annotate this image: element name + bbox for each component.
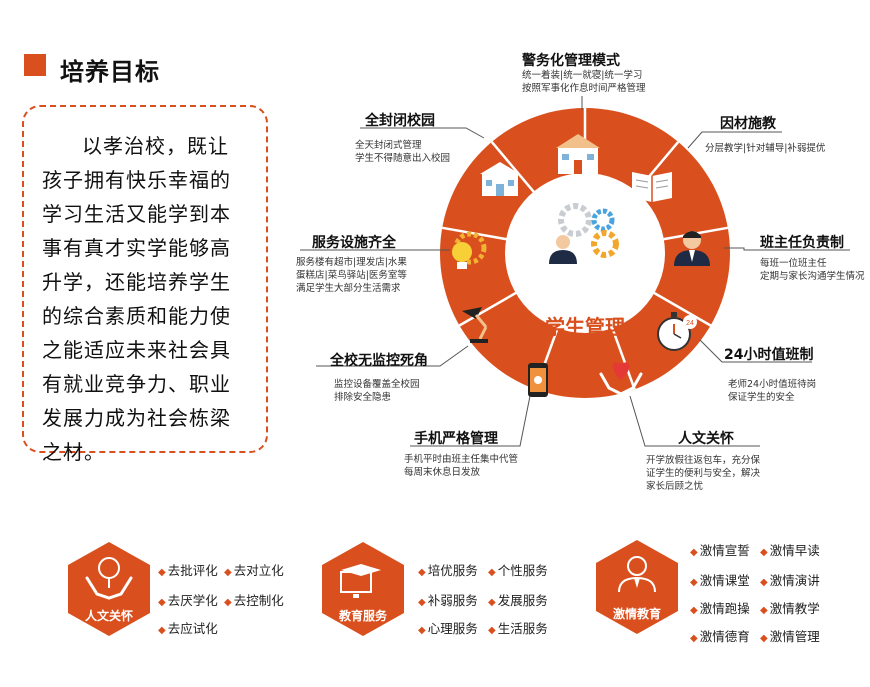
list-item: ◆培优服务 [418, 563, 478, 578]
callout-monitor-title: 全校无监控死角 [330, 353, 428, 369]
callout-police-desc: 统一着装|统一就寝|统一学习 按照军事化作息时间严格管理 [522, 70, 646, 94]
lightbulb-gear-icon [452, 231, 487, 269]
hands-tree-icon [85, 557, 133, 600]
list-item: ◆激情早读 [760, 543, 820, 558]
callout-headteacher-title: 班主任负责制 [760, 235, 844, 251]
list-item: ◆激情演讲 [760, 573, 820, 588]
list-item: ◆发展服务 [488, 593, 548, 608]
list-item: ◆心理服务 [418, 621, 478, 636]
goal-text-box: 以孝治校，既让孩子拥有快乐幸福的学习生活又能学到本事有真才实学能够高升学，还能培… [22, 105, 268, 464]
callout-closed-title: 全封闭校园 [365, 113, 435, 129]
passion-label: 激情教育 [613, 606, 661, 621]
section-marker [24, 54, 46, 76]
callout-police-title: 警务化管理模式 [522, 53, 620, 69]
list-item: ◆去批评化 [158, 563, 218, 578]
list-item: ◆激情管理 [760, 629, 820, 644]
callout-duty-desc: 老师24小时值班待岗 保证学生的安全 [728, 379, 817, 403]
callout-humanity-desc: 开学放假往返包车，充分保 证学生的便利与安全，解决 家长后顾之忧 [646, 455, 761, 492]
book-icon [632, 172, 672, 202]
school-building-icon [556, 134, 600, 174]
teacher-avatar-icon [674, 231, 710, 266]
graduation-cap-icon [340, 564, 381, 598]
list-item: ◆激情教学 [760, 601, 820, 616]
list-item: ◆激情德育 [690, 629, 750, 644]
smartphone-icon [528, 363, 548, 397]
humanity-label: 人文关怀 [85, 608, 133, 623]
humanity-hexagon: 人文关怀 [68, 542, 150, 636]
svg-text:24: 24 [686, 320, 694, 327]
center-label: 学生管理 [545, 315, 625, 339]
callout-service-desc: 服务楼有超市|理发店|水果 蛋糕店|菜鸟驿站|医务室等 满足学生大部分生活需求 [296, 257, 407, 294]
goal-text: 以孝治校，既让孩子拥有快乐幸福的学习生活又能学到本事有真才实学能够高升学，还能培… [42, 134, 231, 464]
desk-lamp-icon [462, 307, 488, 343]
school-gate-icon [480, 162, 520, 196]
list-item: ◆补弱服务 [418, 593, 478, 608]
student-gears-icon [549, 203, 619, 264]
callout-phone-desc: 手机平时由班主任集中代管 每周末休息日发放 [404, 454, 519, 478]
list-item: ◆去控制化 [224, 593, 284, 608]
list-item: ◆激情宣誓 [690, 543, 750, 558]
callout-duty-title: 24小时值班制 [724, 347, 814, 363]
teacher-avatar-icon [618, 556, 656, 593]
list-item: ◆激情课堂 [690, 573, 750, 588]
education-label: 教育服务 [338, 608, 388, 623]
list-item: ◆去应试化 [158, 621, 218, 636]
stopwatch-icon: 24 [657, 312, 697, 351]
callout-phone-title: 手机严格管理 [414, 431, 498, 447]
list-item: ◆激情跑操 [690, 601, 750, 616]
passion-hexagon: 激情教育 [596, 540, 678, 634]
callout-closed-desc: 全天封闭式管理 学生不得随意出入校园 [355, 140, 451, 164]
callout-humanity-title: 人文关怀 [678, 431, 734, 447]
callout-headteacher-desc: 每班一位班主任 定期与家长沟通学生情况 [760, 258, 865, 282]
list-item: ◆个性服务 [488, 563, 548, 578]
section-title: 培养目标 [60, 58, 160, 86]
callout-monitor-desc: 监控设备覆盖全校园 排除安全隐患 [334, 379, 420, 403]
list-item: ◆去厌学化 [158, 593, 218, 608]
callout-teach-title: 因材施教 [720, 116, 776, 132]
list-item: ◆生活服务 [488, 621, 548, 636]
management-ring: 24 学生管理 [440, 108, 730, 398]
heart-hands-icon [599, 362, 643, 396]
education-hexagon: 教育服务 [322, 542, 404, 636]
callout-service-title: 服务设施齐全 [312, 235, 396, 251]
ring-center [505, 173, 665, 333]
list-item: ◆去对立化 [224, 563, 284, 578]
callout-teach-desc: 分层教学|针对辅导|补弱提优 [705, 143, 826, 154]
